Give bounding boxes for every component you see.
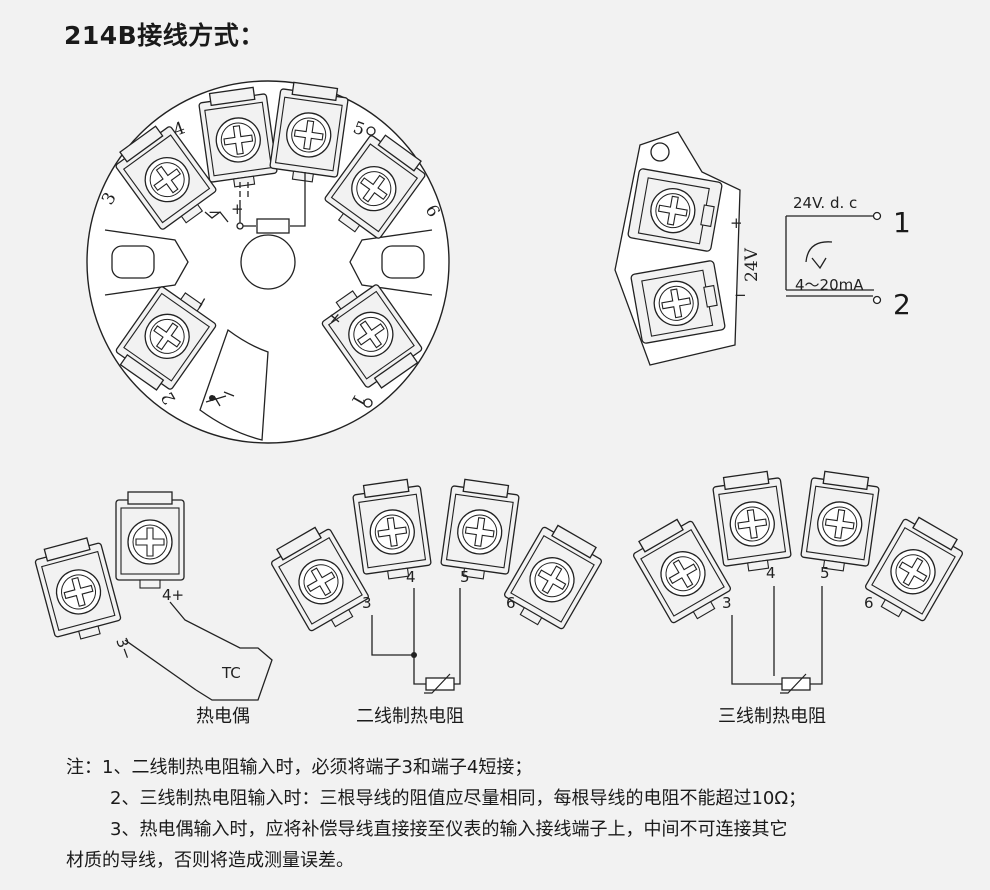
rtd3-label-6: 6 — [864, 594, 874, 612]
power-terminal-plus — [627, 168, 723, 252]
svg-text:−: − — [208, 203, 221, 221]
rtd3-label-3: 3 — [722, 594, 732, 612]
page-title: 214B接线方式： — [64, 21, 265, 50]
rtd3-label-5: 5 — [820, 564, 830, 582]
power-minus-label: − — [734, 286, 747, 304]
rtd2-terminal-3 — [265, 520, 375, 640]
rtd2-terminal-5 — [439, 477, 521, 583]
terminal-5 — [268, 80, 350, 186]
rtd3-terminal-4 — [711, 469, 793, 575]
output-2-label: 2 — [893, 288, 911, 321]
note-line-1: 注：1、二线制热电阻输入时，必须将端子3和端子4短接； — [66, 757, 533, 778]
power-supply-label: 24V. d. c — [793, 194, 857, 212]
rtd3-terminal-5 — [799, 469, 881, 575]
note-line-2: 2、三线制热电阻输入时：三根导线的阻值应尽量相同，每根导线的电阻不能超过10Ω； — [110, 788, 807, 809]
two-wire-rtd-diagram: 3 4 5 6 二线制热电阻 — [265, 477, 608, 727]
power-terminal-minus — [630, 260, 726, 344]
rtd2-label-3: 3 — [362, 594, 372, 612]
rtd2-label-5: 5 — [460, 568, 470, 586]
power-plus-label: + — [730, 214, 743, 232]
round-module: − + 4 5 3 6 2 1 − + — [86, 80, 450, 444]
notes-block: 注：1、二线制热电阻输入时，必须将端子3和端子4短接； 2、三线制热电阻输入时：… — [66, 752, 966, 876]
svg-text:+: + — [231, 200, 244, 218]
caption-thermocouple: 热电偶 — [196, 706, 250, 727]
power-voltage-label: 24V — [742, 247, 762, 282]
rtd2-terminal-4 — [351, 477, 433, 583]
tc-minus-label: 3− — [112, 635, 136, 662]
note-line-3: 3、热电偶输入时，应将补偿导线直接接至仪表的输入接线端子上，中间不可连接其它 — [110, 819, 788, 840]
rtd2-label-4: 4 — [406, 568, 416, 586]
tc-plus-label: 4+ — [162, 586, 184, 604]
thermocouple-diagram: 4+ 3− TC 热电偶 — [32, 491, 273, 727]
note-line-4: 材质的导线，否则将造成测量误差。 — [66, 850, 354, 871]
rtd3-label-4: 4 — [766, 564, 776, 582]
tc-terminal-3 — [32, 534, 124, 646]
terminal-4 — [197, 85, 279, 191]
three-wire-rtd-diagram: 3 4 5 6 三线制热电阻 — [627, 469, 969, 727]
tc-label: TC — [221, 664, 241, 682]
rtd3-terminal-6 — [859, 510, 969, 630]
caption-three-wire: 三线制热电阻 — [718, 706, 826, 727]
output-1-label: 1 — [893, 206, 911, 239]
power-module: + − 24V 24V. d. c 4～20mA 1 2 — [614, 131, 911, 366]
tc-terminal-4 — [115, 491, 185, 589]
rtd2-terminal-6 — [498, 518, 608, 638]
rtd2-label-6: 6 — [506, 594, 516, 612]
caption-two-wire: 二线制热电阻 — [356, 706, 464, 727]
power-current-label: 4～20mA — [795, 276, 864, 294]
